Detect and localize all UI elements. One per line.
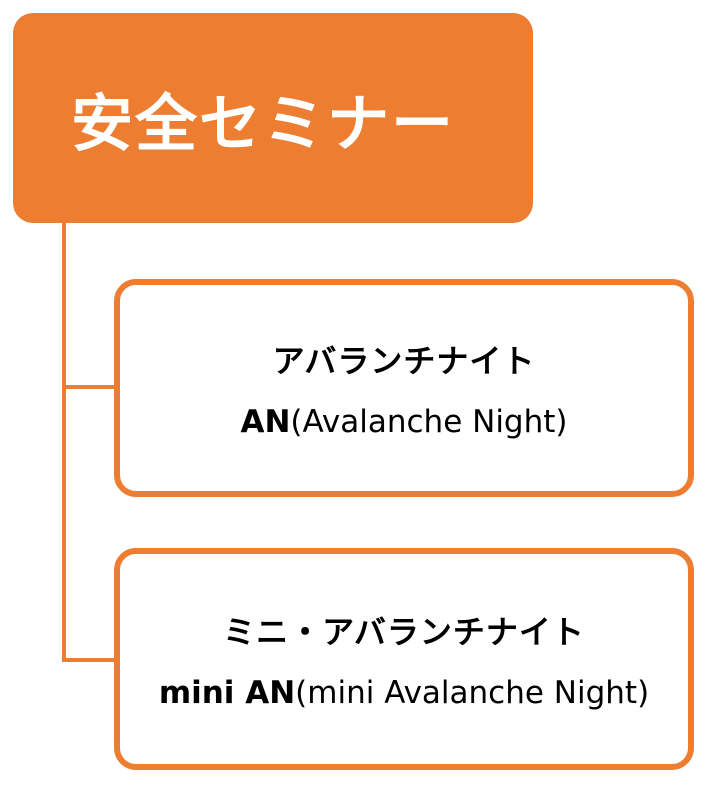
child-node-subtitle: AN(Avalanche Night) bbox=[240, 404, 567, 440]
root-node-title: 安全セミナー bbox=[70, 87, 455, 160]
child-node-mini-avalanche-night: ミニ・アバランチナイト mini AN(mini Avalanche Night… bbox=[114, 548, 694, 770]
child-node-full-name: (mini Avalanche Night) bbox=[295, 675, 650, 711]
child-node-title-jp: アバランチナイト bbox=[272, 342, 536, 380]
tree-connector-branch-2 bbox=[62, 658, 116, 662]
child-node-abbr: mini AN bbox=[158, 675, 296, 711]
child-node-full-name: (Avalanche Night) bbox=[290, 404, 568, 440]
child-node-title-jp: ミニ・アバランチナイト bbox=[223, 613, 585, 651]
child-node-subtitle: mini AN(mini Avalanche Night) bbox=[159, 675, 649, 711]
child-node-avalanche-night: アバランチナイト AN(Avalanche Night) bbox=[114, 279, 694, 497]
tree-connector-vertical bbox=[62, 223, 66, 662]
child-node-abbr: AN bbox=[240, 404, 291, 440]
root-node-safety-seminar: 安全セミナー bbox=[13, 13, 533, 223]
tree-connector-branch-1 bbox=[62, 385, 116, 389]
